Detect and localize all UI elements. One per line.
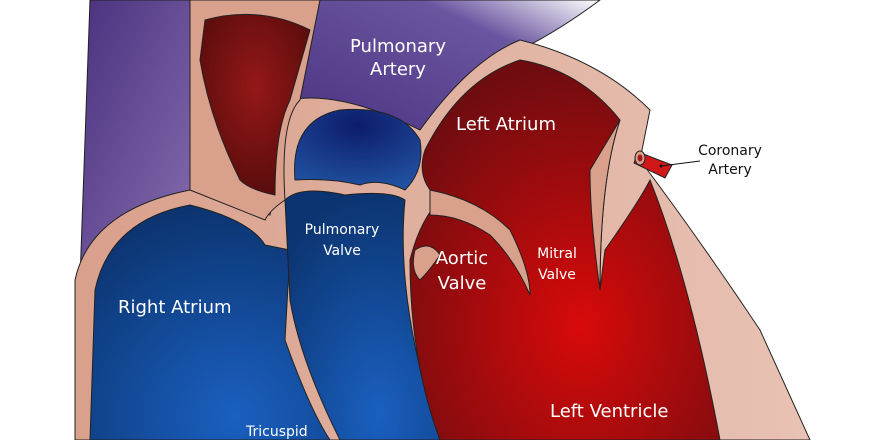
- label-line: Artery: [708, 161, 752, 178]
- label-line: Valve: [323, 243, 361, 259]
- label-line: Valve: [538, 267, 576, 283]
- label-tricuspid: Tricuspid: [246, 424, 308, 440]
- label-left-ventricle: Left Ventricle: [550, 401, 669, 422]
- pulmonary-valve-opening: [294, 108, 422, 191]
- label-coronary-artery: Coronary Artery: [690, 142, 770, 180]
- label-line: Pulmonary: [350, 36, 446, 57]
- label-mitral-valve: Mitral Valve: [528, 244, 586, 286]
- aortic-valve-leaflet: [412, 245, 441, 281]
- left-heart-chamber: [409, 59, 721, 440]
- label-pulmonary-valve: Pulmonary Valve: [296, 220, 388, 262]
- label-right-atrium: Right Atrium: [118, 297, 232, 318]
- label-line: Valve: [437, 273, 487, 295]
- label-line: Coronary: [698, 143, 762, 159]
- label-line: Pulmonary: [304, 222, 380, 238]
- papillary-wall: [589, 119, 621, 291]
- label-line: Artery: [370, 58, 426, 80]
- label-line: Aortic: [435, 248, 489, 269]
- mitral-valve-leaflet: [429, 189, 531, 296]
- label-aortic-valve: Aortic Valve: [426, 246, 498, 296]
- coronary-leader-line: [660, 160, 701, 167]
- label-pulmonary-artery: Pulmonary Artery: [330, 36, 466, 81]
- right-ventricle-chamber: [284, 190, 441, 440]
- label-line: Mitral: [537, 246, 577, 262]
- right-atrium-chamber: [89, 204, 331, 440]
- label-left-atrium: Left Atrium: [456, 114, 556, 135]
